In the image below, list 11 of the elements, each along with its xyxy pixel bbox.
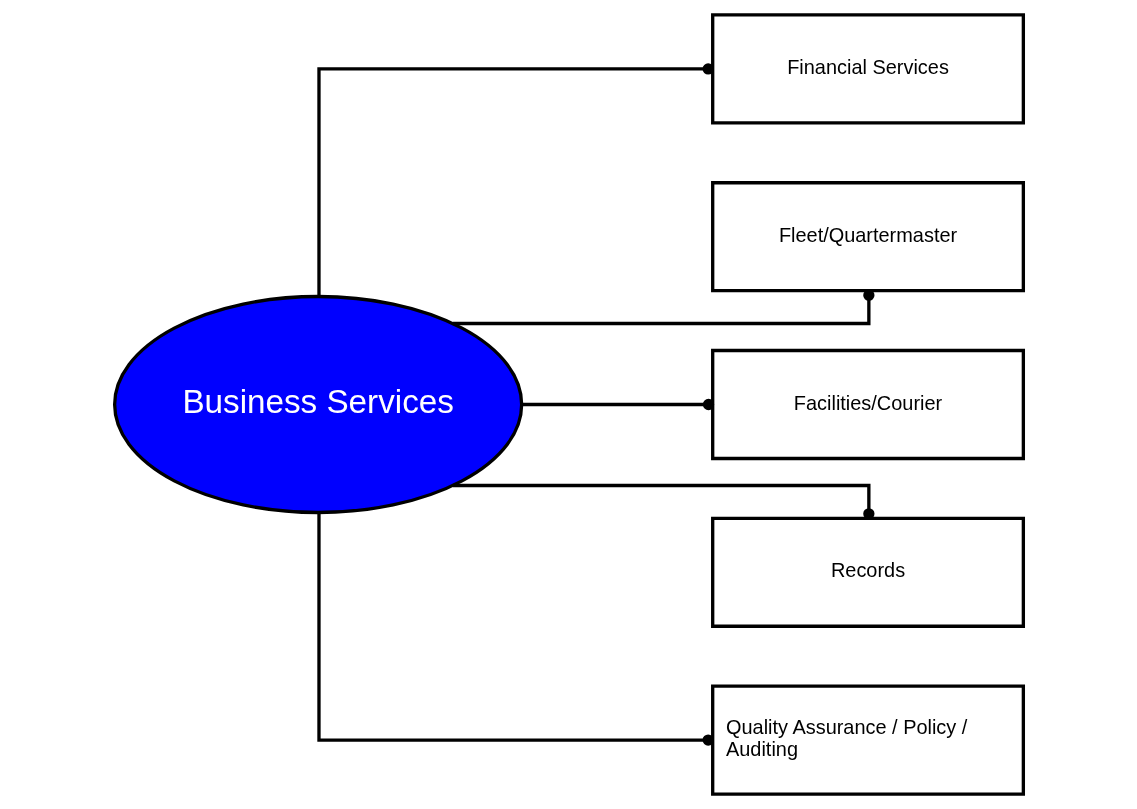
connector [452,483,874,520]
connector [452,289,874,326]
node-box: Records [710,516,1025,628]
node-box: Quality Assurance / Policy / Auditing [710,684,1025,796]
connector [521,398,714,411]
connector [316,63,714,297]
node-box: Financial Services [710,13,1025,125]
node-ellipse: Business Services [112,294,523,515]
node-box: Facilities/Courier [710,348,1025,461]
node-box: Fleet/Quartermaster [710,181,1025,293]
connector [316,512,714,746]
